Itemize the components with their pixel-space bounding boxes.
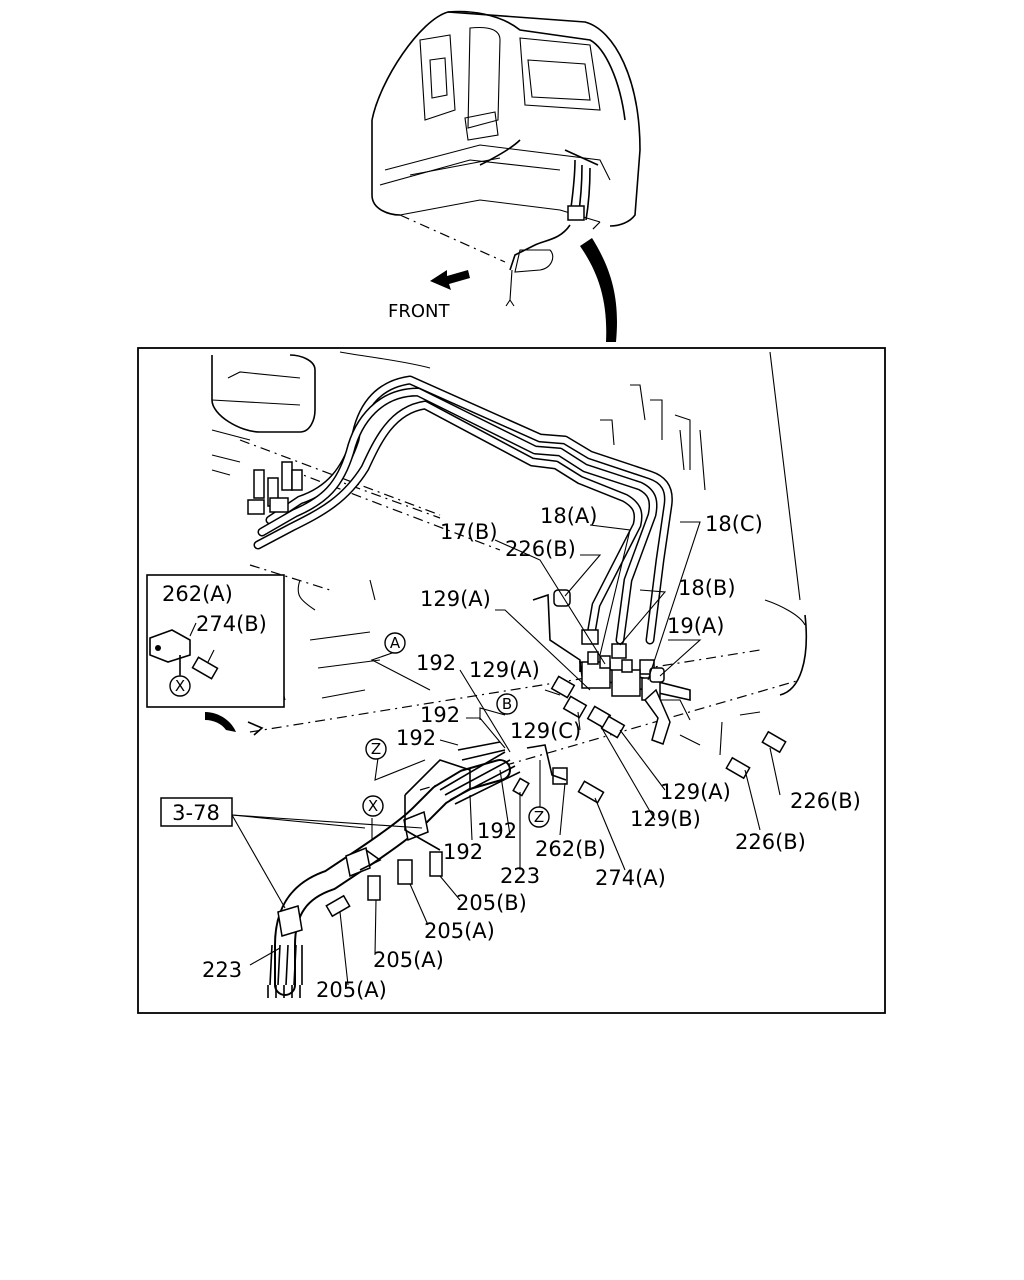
callouts: 18(A) 18(C) 17(B) 226(B) 18(B) 129(A) 19…	[202, 504, 861, 1002]
callout-129a-low: 129(A)	[660, 780, 731, 804]
callout-129a-top: 129(A)	[420, 587, 491, 611]
callout-18a: 18(A)	[540, 504, 597, 528]
callout-226b-top: 226(B)	[505, 537, 576, 561]
callout-192-b: 192	[420, 703, 460, 727]
callout-129a-mid: 129(A)	[469, 658, 540, 682]
marker-b: B	[502, 695, 512, 713]
callout-274a: 274(A)	[595, 866, 666, 890]
callout-18b: 18(B)	[678, 576, 736, 600]
ref-box-label: 3-78	[172, 801, 220, 825]
inset-label-274b: 274(B)	[196, 612, 267, 636]
callout-226b-right: 226(B)	[790, 789, 861, 813]
cab-overview: FRONT	[371, 10, 641, 342]
callout-19a: 19(A)	[667, 614, 724, 638]
leader-lines	[179, 521, 781, 986]
front-label: FRONT	[388, 301, 450, 322]
detail-frame	[137, 347, 886, 1014]
callout-205a-3: 205(A)	[316, 978, 387, 1002]
callout-17b: 17(B)	[440, 520, 498, 544]
callout-192-e: 192	[443, 840, 483, 864]
callout-192-c: 192	[396, 726, 436, 750]
callout-205a-2: 205(A)	[373, 948, 444, 972]
callout-192-d: 192	[477, 819, 517, 843]
marker-z-left: Z	[371, 740, 381, 758]
callout-205a-1: 205(A)	[424, 919, 495, 943]
callout-223-left: 223	[202, 958, 242, 982]
junction-block	[512, 589, 787, 804]
harness	[267, 741, 521, 998]
ref-box	[160, 797, 233, 827]
callout-205b: 205(B)	[456, 891, 527, 915]
callout-129b: 129(B)	[630, 807, 701, 831]
callout-129c: 129(C)	[510, 719, 581, 743]
callout-18c: 18(C)	[705, 512, 763, 536]
callout-226b-low: 226(B)	[735, 830, 806, 854]
marker-a: A	[390, 634, 401, 652]
callout-192-a: 192	[416, 651, 456, 675]
inset-marker-x: X	[175, 677, 185, 695]
brake-pipes	[247, 375, 673, 675]
marker-z-right: Z	[534, 808, 544, 826]
callout-262b: 262(B)	[535, 837, 606, 861]
markers: A B Z Z X X	[169, 632, 550, 828]
marker-x: X	[368, 797, 378, 815]
inset-detail-x	[146, 574, 285, 736]
callout-223-mid: 223	[500, 864, 540, 888]
inset-label-262a: 262(A)	[162, 582, 233, 606]
